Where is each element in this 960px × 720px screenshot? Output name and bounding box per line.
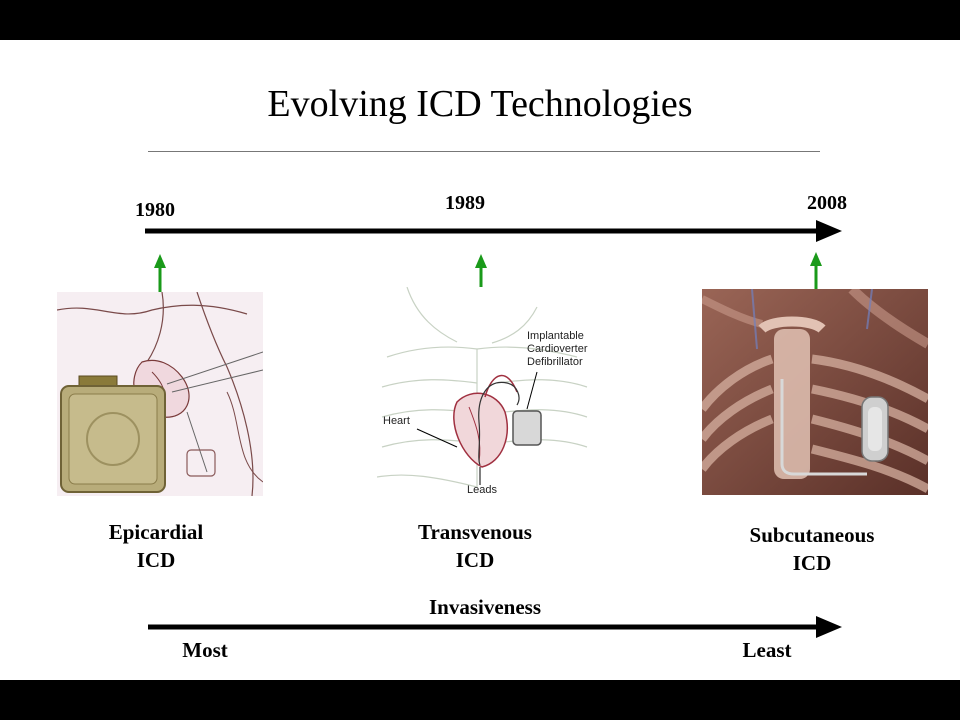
epicardial-icd-illustration: [57, 292, 263, 496]
year-label-1989: 1989: [445, 192, 485, 214]
invasiveness-title: Invasiveness: [428, 595, 542, 619]
timeline-arrow: [145, 220, 842, 242]
device-label-epicardial: Epicardial ICD: [76, 518, 236, 574]
title-divider: [148, 151, 820, 152]
year-label-2008: 2008: [807, 192, 847, 214]
invasiveness-arrow: [148, 616, 842, 638]
device-label-transvenous-line1: Transvenous: [418, 520, 532, 544]
slide-title: Evolving ICD Technologies: [267, 83, 693, 125]
device-label-subcutaneous: Subcutaneous ICD: [722, 521, 902, 577]
device-label-transvenous: Transvenous ICD: [385, 518, 565, 574]
callout-implantable: Implantable: [527, 330, 584, 342]
device-label-subcutaneous-line1: Subcutaneous: [749, 523, 875, 547]
callout-cardioverter: Cardioverter: [527, 343, 588, 355]
year-label-1980: 1980: [135, 199, 175, 221]
device-label-epicardial-line1: Epicardial: [108, 520, 204, 544]
transvenous-icd-illustration: Implantable Cardioverter Defibrillator H…: [377, 287, 592, 497]
subcutaneous-icd-illustration: [702, 289, 928, 495]
callout-leads: Leads: [467, 484, 497, 496]
device-label-epicardial-line2: ICD: [136, 548, 176, 572]
slide: Evolving ICD Technologies 1980 1989 2008: [0, 40, 960, 680]
invasiveness-most: Most: [182, 638, 228, 662]
device-label-transvenous-line2: ICD: [455, 548, 495, 572]
device-label-subcutaneous-line2: ICD: [792, 551, 832, 575]
callout-heart: Heart: [383, 415, 410, 427]
callout-defibrillator: Defibrillator: [527, 356, 583, 368]
invasiveness-least: Least: [742, 638, 792, 662]
